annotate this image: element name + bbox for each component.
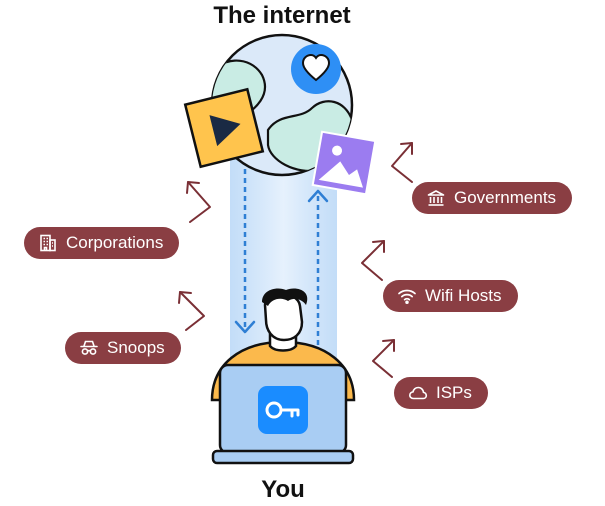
pill-snoops-label: Snoops xyxy=(107,338,165,357)
image-icon xyxy=(311,130,377,196)
title-the-internet: The internet xyxy=(213,2,351,29)
wifi-icon xyxy=(397,286,417,306)
government-building-icon xyxy=(426,188,446,208)
title-you: You xyxy=(261,476,305,503)
cloud-icon xyxy=(408,383,428,403)
pill-corporations: Corporations xyxy=(24,227,180,259)
arrow-wifi-hosts xyxy=(361,240,385,281)
download-arrowhead xyxy=(234,320,256,334)
pill-isps: ISPs xyxy=(394,377,488,409)
pill-wifi-hosts-label: Wifi Hosts xyxy=(425,286,502,305)
arrow-snoops xyxy=(178,291,205,331)
pill-isps-label: ISPs xyxy=(436,383,472,402)
vpn-key-icon xyxy=(258,386,308,434)
building-icon xyxy=(38,233,58,253)
pill-corporations-label: Corporations xyxy=(66,233,164,252)
pill-snoops: Snoops xyxy=(65,332,181,364)
heart-icon xyxy=(291,44,341,94)
pill-governments-label: Governments xyxy=(454,188,557,207)
arrow-isps xyxy=(372,339,395,378)
pill-wifi-hosts: Wifi Hosts xyxy=(383,280,518,312)
play-icon xyxy=(183,87,265,169)
upload-arrowhead xyxy=(307,189,329,203)
arrow-governments xyxy=(391,142,413,183)
spy-icon xyxy=(79,338,99,358)
arrow-corporations xyxy=(186,181,211,223)
pill-governments: Governments xyxy=(412,182,573,214)
